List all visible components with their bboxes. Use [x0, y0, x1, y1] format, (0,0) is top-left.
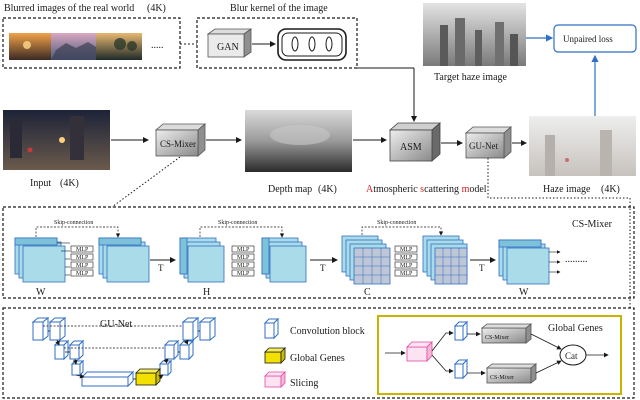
mlp-label: MLP	[76, 247, 89, 253]
blurred-images-res: (4K)	[147, 3, 166, 14]
gunet-panel-title: GU-Net	[100, 319, 132, 330]
gg-conv-top	[453, 320, 469, 342]
csmixer-group-c-out	[422, 235, 468, 285]
skip-connection-label: Skip-connection	[218, 220, 257, 226]
gg-csmixer-top-label: CS-Mixer	[485, 335, 509, 341]
kernel-icon	[277, 28, 347, 61]
target-haze-image	[423, 3, 526, 66]
gunet-detail-panel	[2, 307, 635, 399]
global-genes-block	[135, 368, 161, 386]
blur-kernel-frame	[196, 17, 358, 69]
blurred-photo-3	[96, 33, 142, 60]
legend-slicing-label: Slicing	[290, 378, 318, 389]
depth-res: (4K)	[318, 184, 337, 195]
mlp-label: MLP	[400, 255, 413, 261]
gg-conv-bottom	[453, 358, 469, 380]
global-genes-title: Global Genes	[548, 323, 603, 334]
dim-label-w-final: W	[519, 287, 529, 298]
mlp-label: MLP	[237, 263, 250, 269]
mlp-label: MLP	[76, 271, 89, 277]
skip-connection-3	[361, 226, 444, 236]
global-genes-panel	[377, 315, 622, 395]
asm-label: ASM	[400, 142, 422, 153]
mlp-label: MLP	[76, 263, 89, 269]
dim-label-h: H	[203, 287, 210, 298]
gg-csmixer-bottom: CS-Mixer	[485, 363, 538, 384]
gunet-label: GU-Net	[469, 141, 498, 151]
legend-conv-label: Convolution block	[290, 326, 365, 337]
input-label: Input	[30, 178, 51, 189]
haze-res: (4K)	[601, 184, 620, 195]
input-image	[3, 110, 110, 170]
csmixer-detail-link	[111, 156, 181, 208]
asm-block: ASM	[388, 122, 442, 162]
gg-cat-node: Cat	[559, 344, 587, 366]
csmixer-group-w-out	[98, 237, 150, 283]
haze-image	[529, 116, 636, 176]
dim-label-w: W	[36, 287, 46, 298]
transpose-label: T	[320, 263, 326, 273]
csmixer-group-h	[179, 237, 225, 283]
skip-connection-1	[35, 226, 121, 238]
gg-csmixer-bottom-label: CS-Mixer	[490, 375, 514, 381]
unpaired-loss-label: Unpaired loss	[563, 34, 613, 44]
gg-split-top	[431, 330, 454, 352]
gg-csmixer-top: CS-Mixer	[480, 323, 533, 344]
skip-connection-label: Skip-connection	[54, 220, 93, 226]
depth-map-image	[245, 110, 352, 172]
legend-global-genes-label: Global Genes	[290, 353, 345, 364]
asm-caption: Atmospheric scattering model	[366, 184, 487, 195]
input-res: (4K)	[60, 178, 79, 189]
gg-split-bottom	[431, 354, 454, 374]
blurred-images-label: Blurred images of the real world	[4, 3, 134, 14]
transpose-label: T	[479, 263, 485, 273]
transpose-label: T	[158, 263, 164, 273]
csmixer-group-h-out	[261, 237, 307, 283]
mlp-label: MLP	[237, 247, 250, 253]
csmixer-group-w	[14, 237, 70, 283]
blurred-photo-2	[51, 33, 96, 60]
target-haze-label: Target haze image	[434, 72, 508, 83]
more-ellipsis: .....	[151, 40, 164, 51]
csmixer-label: CS-Mixer	[160, 139, 196, 149]
mlp-label: MLP	[400, 263, 413, 269]
legend-conv: Convolution block	[263, 317, 365, 340]
mlp-label: MLP	[76, 255, 89, 261]
blurred-images-frame	[2, 17, 181, 69]
legend-slicing: Slicing	[264, 371, 318, 389]
csmixer-group-c	[341, 235, 391, 285]
mlp-stack-3: MLP MLP MLP MLP	[394, 245, 418, 277]
unet-connections	[43, 325, 200, 380]
blur-kernel-label: Blur kernel of the image	[230, 3, 328, 14]
gg-mixer-bottom-to-cat	[535, 360, 562, 374]
blurred-photo-1	[9, 33, 51, 60]
gunet-block: GU-Net	[464, 126, 513, 159]
csmixer-panel-title: CS-Mixer	[572, 219, 613, 230]
gan-label: GAN	[217, 42, 239, 53]
haze-label: Haze image	[543, 184, 591, 195]
mlp-label: MLP	[400, 271, 413, 277]
unpaired-loss-box	[553, 24, 637, 53]
mlp-label: MLP	[237, 271, 250, 277]
gan-block: GAN	[206, 28, 253, 58]
dim-label-c: C	[364, 287, 371, 298]
gg-cat-label: Cat	[565, 351, 578, 361]
skip-connection-2	[199, 226, 285, 238]
csmixer-group-w-final	[498, 239, 561, 285]
continuation-ellipsis: .........	[565, 254, 588, 265]
skip-connection-label: Skip-connection	[377, 220, 416, 226]
legend-global-genes: Global Genes	[264, 347, 345, 364]
mlp-stack-1: MLP MLP MLP MLP	[70, 245, 94, 277]
mlp-label: MLP	[237, 255, 250, 261]
depth-label: Depth map	[268, 184, 312, 195]
gunet-detail-link	[487, 158, 630, 199]
mlp-label: MLP	[400, 247, 413, 253]
gg-slicing-block	[406, 341, 433, 362]
mlp-stack-2: MLP MLP MLP MLP	[231, 245, 255, 277]
gg-mixer-top-to-cat	[530, 333, 562, 350]
csmixer-detail-panel	[2, 206, 635, 299]
csmixer-block: CS-Mixer	[154, 123, 207, 157]
